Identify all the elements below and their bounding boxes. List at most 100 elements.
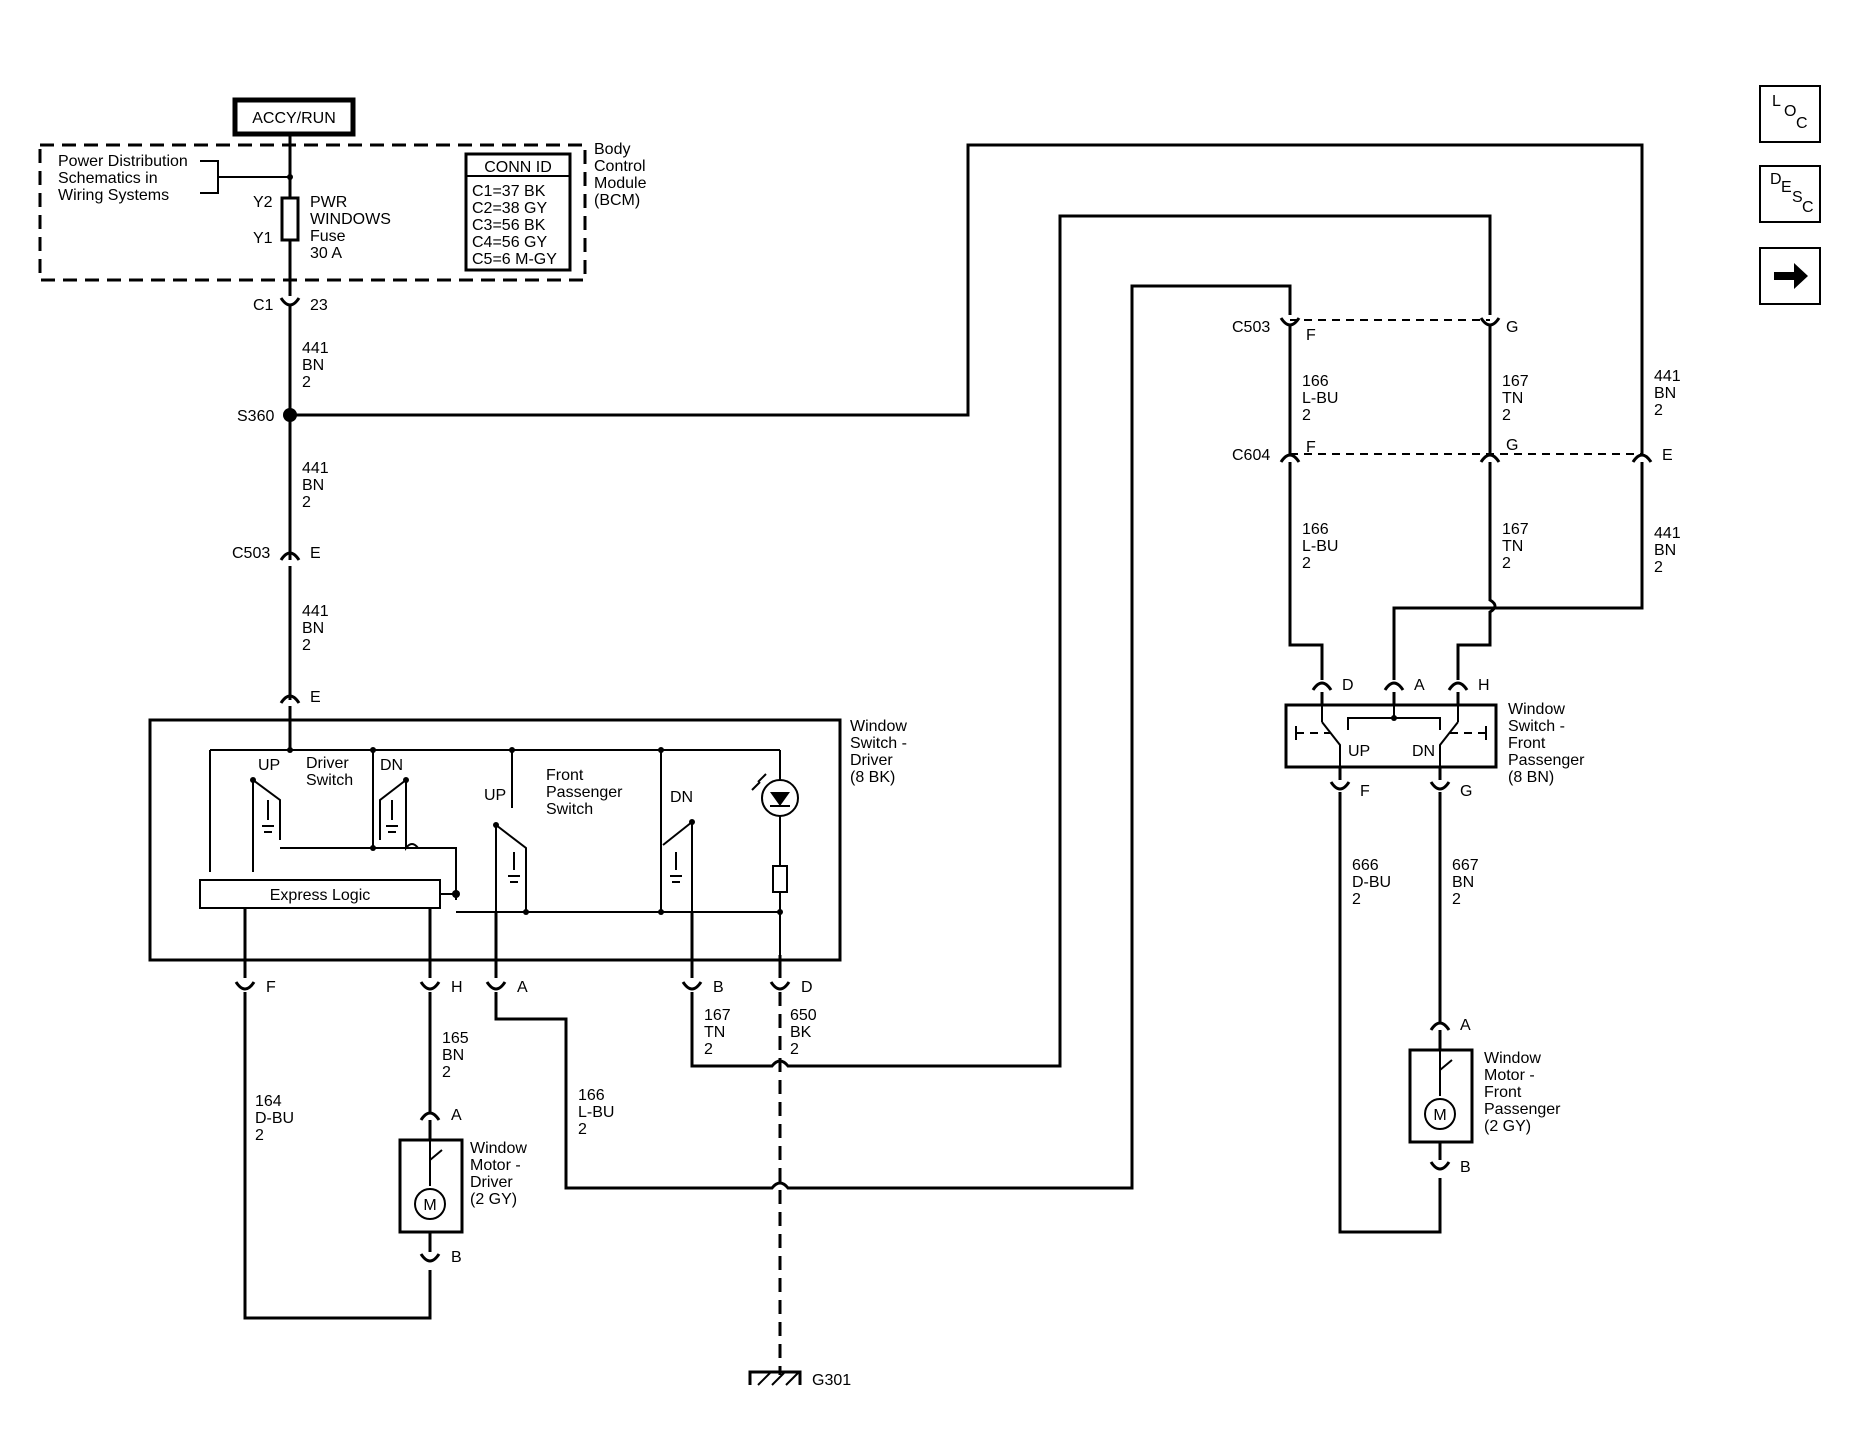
svg-text:166: 166 [578, 1087, 605, 1104]
svg-text:A: A [1460, 1017, 1471, 1034]
driver-switch-pin-e: E [279, 689, 321, 706]
next-button[interactable] [1759, 247, 1821, 305]
svg-text:E: E [310, 545, 321, 562]
svg-text:Module: Module [594, 175, 647, 192]
svg-text:(2 GY): (2 GY) [1484, 1118, 1531, 1135]
svg-text:2: 2 [1502, 555, 1511, 572]
wire-label-167-b: 167 TN 2 [1502, 373, 1529, 424]
svg-text:2: 2 [1352, 891, 1361, 908]
driver-motor-pin-b: B [419, 1249, 462, 1266]
svg-text:A: A [451, 1107, 462, 1124]
svg-text:Passenger: Passenger [546, 784, 623, 801]
passenger-motor-pin-a: A [1429, 1017, 1471, 1034]
svg-text:666: 666 [1352, 857, 1379, 874]
wire-label-667: 667 BN 2 [1452, 857, 1479, 908]
window-switch-front-passenger [1284, 703, 1498, 769]
svg-text:C5=6 M-GY: C5=6 M-GY [472, 251, 557, 268]
svg-text:C503: C503 [232, 545, 270, 562]
loc-button[interactable]: L O C [1759, 85, 1821, 143]
svg-text:C503: C503 [1232, 319, 1270, 336]
svg-text:441: 441 [302, 603, 329, 620]
arrow-right-icon [1774, 263, 1808, 289]
express-logic-block: Express Logic [199, 879, 441, 909]
window-switch-driver-label: Window Switch - Driver (8 BK) [850, 718, 907, 786]
wire-label-666: 666 D-BU 2 [1352, 857, 1391, 908]
svg-text:F: F [1306, 327, 1316, 344]
svg-text:B: B [1460, 1159, 1471, 1176]
conn-id-table: CONN ID C1=37 BK C2=38 GY C3=56 BK C4=56… [464, 152, 572, 272]
svg-text:166: 166 [1302, 521, 1329, 538]
svg-text:C2=38 GY: C2=38 GY [472, 200, 547, 217]
svg-text:166: 166 [1302, 373, 1329, 390]
svg-text:Body: Body [594, 141, 630, 158]
wire-label-164: 164 D-BU 2 [255, 1093, 294, 1144]
svg-text:2: 2 [578, 1121, 587, 1138]
svg-text:Fuse: Fuse [310, 228, 346, 245]
pwr-windows-fuse: Y2 Y1 PWR WINDOWS Fuse 30 A [253, 194, 391, 262]
desc-button[interactable]: D E S C [1759, 165, 1821, 223]
window-switch-front-passenger-label: Window Switch - Front Passenger (8 BN) [1508, 701, 1585, 786]
passenger-switch-pin-g: G [1429, 781, 1472, 800]
driver-switch-pin-h: H [419, 979, 463, 996]
svg-text:Driver: Driver [306, 755, 349, 772]
svg-text:L-BU: L-BU [1302, 538, 1338, 555]
svg-text:2: 2 [1502, 407, 1511, 424]
svg-text:WINDOWS: WINDOWS [310, 211, 391, 228]
svg-text:(8 BK): (8 BK) [850, 769, 895, 786]
svg-text:L: L [1772, 93, 1781, 110]
svg-text:PWR: PWR [310, 194, 347, 211]
wire-label-441-d: 441 BN 2 [1654, 368, 1681, 419]
svg-text:C: C [1802, 199, 1814, 216]
driver-motor-icon: M [414, 1188, 446, 1220]
svg-text:TN: TN [1502, 538, 1523, 555]
wire-label-166-b: 166 L-BU 2 [1302, 373, 1338, 424]
connector-c604: C604 F G E [1232, 437, 1673, 464]
svg-text:Power Distribution: Power Distribution [58, 153, 188, 170]
svg-text:M: M [1433, 1107, 1446, 1124]
svg-text:C4=56 GY: C4=56 GY [472, 234, 547, 251]
driver-switch-pin-a: A [485, 979, 528, 996]
passenger-switch-internals: UP DN [1295, 705, 1487, 767]
splice-s360: S360 [237, 408, 297, 425]
svg-text:S360: S360 [237, 408, 274, 425]
driver-motor-pin-a: A [419, 1107, 462, 1124]
window-motor-driver-label: Window Motor - Driver (2 GY) [470, 1140, 527, 1208]
svg-text:F: F [1360, 783, 1370, 800]
svg-text:Switch -: Switch - [1508, 718, 1565, 735]
window-motor-front-passenger-label: Window Motor - Front Passenger (2 GY) [1484, 1050, 1561, 1135]
driver-switch-up: UP [250, 757, 281, 872]
svg-text:L-BU: L-BU [578, 1104, 614, 1121]
svg-text:Window: Window [1484, 1050, 1541, 1067]
passenger-switch-pin-f: F [1329, 781, 1370, 800]
ground-g301-icon: G301 [748, 1370, 851, 1389]
svg-text:F: F [266, 979, 276, 996]
svg-text:2: 2 [302, 374, 311, 391]
svg-text:UP: UP [258, 757, 280, 774]
svg-text:BN: BN [302, 620, 324, 637]
svg-text:O: O [1784, 103, 1796, 120]
svg-text:F: F [1306, 439, 1316, 456]
svg-text:441: 441 [302, 340, 329, 357]
svg-text:Schematics in: Schematics in [58, 170, 158, 187]
wire-label-165: 165 BN 2 [442, 1030, 469, 1081]
svg-text:D-BU: D-BU [255, 1110, 294, 1127]
svg-text:167: 167 [704, 1007, 731, 1024]
svg-text:BN: BN [442, 1047, 464, 1064]
svg-text:Switch: Switch [546, 801, 593, 818]
driver-switch-dn: DN [372, 750, 419, 851]
svg-text:(2 GY): (2 GY) [470, 1191, 517, 1208]
connector-c1: C1 23 [253, 297, 328, 314]
svg-text:650: 650 [790, 1007, 817, 1024]
passenger-motor-icon: M [1424, 1098, 1456, 1130]
svg-text:Driver: Driver [850, 752, 893, 769]
svg-text:BN: BN [1452, 874, 1474, 891]
power-distribution-note: Power Distribution Schematics in Wiring … [58, 153, 290, 204]
svg-text:Passenger: Passenger [1484, 1101, 1561, 1118]
svg-text:BK: BK [790, 1024, 812, 1041]
svg-text:(BCM): (BCM) [594, 192, 640, 209]
svg-text:TN: TN [1502, 390, 1523, 407]
svg-text:TN: TN [704, 1024, 725, 1041]
indicator-led-icon [751, 750, 799, 955]
svg-text:D: D [801, 979, 813, 996]
